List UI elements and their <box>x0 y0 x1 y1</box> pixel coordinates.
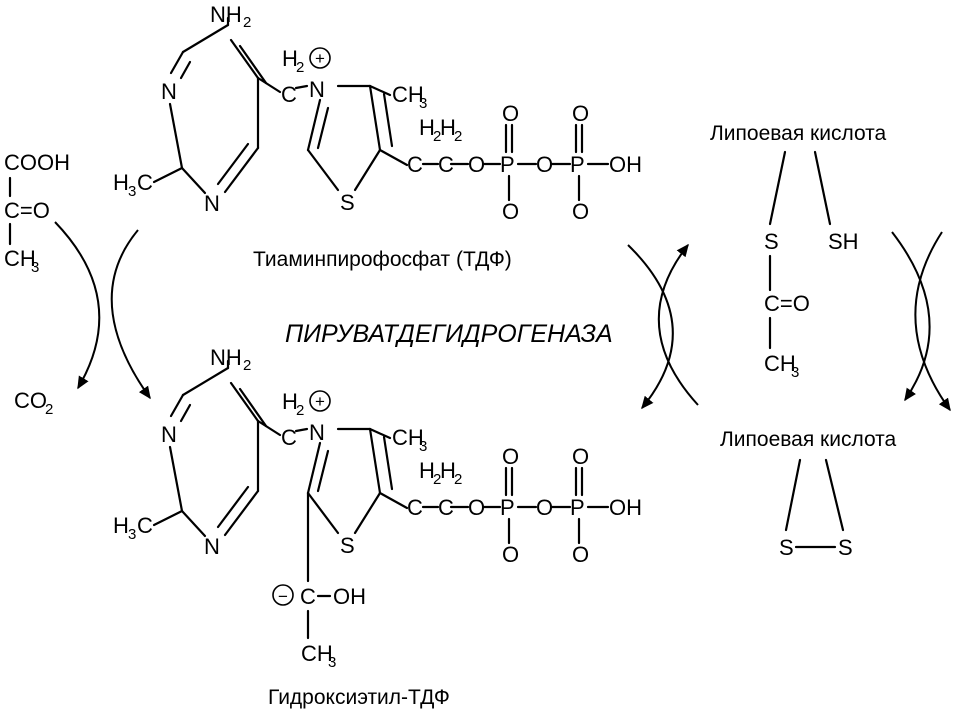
lipoic-acid-bottom-label: Липоевая кислота <box>720 428 897 451</box>
thiazole-sulfur: S <box>340 190 355 215</box>
lipoyl-co: C=O <box>764 291 810 316</box>
enzyme-label: ПИРУВАТДЕГИДРОГЕНАЗА <box>285 320 613 348</box>
phosphorus: P <box>500 152 515 177</box>
methyl-h: H <box>113 170 129 195</box>
pyruvate-ch: CH <box>4 246 36 271</box>
disulfide-sulfur: S <box>779 535 794 560</box>
co2-subscript: 2 <box>45 401 53 418</box>
phosphorus: P <box>570 152 585 177</box>
lipoyl-sh: SH <box>828 229 859 254</box>
phosphorus: P <box>570 495 585 520</box>
ethyl-subscript: 2 <box>454 471 462 488</box>
methyl-ch: CH <box>392 425 424 450</box>
co2-label: CO <box>14 388 47 413</box>
methyl-subscript: 3 <box>419 95 427 112</box>
acetyl-lipoyl-structure: S SH C=O CH 3 <box>764 150 859 381</box>
phosphoryl-oxygen: O <box>502 101 519 126</box>
ethyl-c: C <box>407 495 423 520</box>
thiazole-sulfur: S <box>340 533 355 558</box>
ethyl-subscript: 2 <box>433 128 441 145</box>
hydroxyl: OH <box>609 495 642 520</box>
methyl-c: C <box>137 170 153 195</box>
ch2-h: H <box>282 389 298 414</box>
phosphorus: P <box>500 495 515 520</box>
plus-charge: + <box>315 392 325 411</box>
ethyl-h: H <box>419 458 435 483</box>
lipoyl-sulfur: S <box>764 229 779 254</box>
phosphoryl-oxygen: O <box>572 101 589 126</box>
ethyl-subscript: 2 <box>454 128 462 145</box>
lipoic-disulfide-structure: S S <box>779 458 853 560</box>
curved-arrow <box>914 231 951 412</box>
carbanion-c: C <box>300 584 316 609</box>
pyruvate-co: C=O <box>4 198 50 223</box>
phosphoryl-oxygen: O <box>572 542 589 567</box>
ethyl-subscript: 2 <box>433 471 441 488</box>
ring-nitrogen: N <box>204 191 220 216</box>
nh2-label: NH <box>210 345 242 370</box>
curved-arrow <box>54 221 101 390</box>
ring-nitrogen: N <box>161 79 177 104</box>
ch2-h: H <box>282 46 298 71</box>
curved-arrow <box>627 244 674 410</box>
phosphoryl-oxygen: O <box>502 444 519 469</box>
curved-arrow <box>657 243 699 406</box>
methyl-ch: CH <box>392 82 424 107</box>
lipoyl-subscript: 3 <box>791 364 799 381</box>
nh2-label: NH <box>210 2 242 27</box>
phosphoryl-oxygen: O <box>502 542 519 567</box>
minus-charge: − <box>278 587 288 606</box>
methyl-subscript: 3 <box>128 183 136 200</box>
pyruvate-cooh: COOH <box>4 150 70 175</box>
curved-arrow <box>891 231 931 402</box>
ester-oxygen: O <box>468 495 485 520</box>
thiazolium-nitrogen: N <box>309 77 325 102</box>
nh2-subscript: 2 <box>243 357 251 374</box>
methyl-c: C <box>137 513 153 538</box>
thiazolium-nitrogen: N <box>309 420 325 445</box>
methyl-h: H <box>113 513 129 538</box>
ethyl-h: H <box>440 458 456 483</box>
ring-nitrogen: N <box>161 422 177 447</box>
pyruvate-structure: COOH C=O CH 3 <box>4 150 70 276</box>
ring-nitrogen: N <box>204 534 220 559</box>
bridge-oxygen: O <box>536 495 553 520</box>
phosphoryl-oxygen: O <box>572 444 589 469</box>
ch2-c: C <box>281 82 297 107</box>
disulfide-sulfur: S <box>838 535 853 560</box>
ethyl-c: C <box>438 152 454 177</box>
pyruvate-subscript: 3 <box>31 259 39 276</box>
hydroxyethyl-tdp-structure: NH 2 N N H 3 C H 2 C + N CH 3 S H 2 H 2 … <box>113 345 642 671</box>
ch2-subscript: 2 <box>296 59 304 76</box>
tdp-caption: Тиаминпирофосфат (ТДФ) <box>253 248 512 271</box>
phosphoryl-oxygen: O <box>502 199 519 224</box>
hydroxyethyl-subscript: 3 <box>328 654 336 671</box>
plus-charge: + <box>315 49 325 68</box>
ethyl-c: C <box>438 495 454 520</box>
ethyl-h: H <box>419 115 435 140</box>
tdp-structure: NH 2 N N H 3 C H 2 C + N CH 3 S H 2 H 2 … <box>113 2 642 224</box>
ethyl-h: H <box>440 115 456 140</box>
lipoic-acid-top-label: Липоевая кислота <box>710 122 887 145</box>
nh2-subscript: 2 <box>243 14 251 31</box>
hydroxyethyl-ch: CH <box>301 641 333 666</box>
lipoyl-ch: CH <box>764 351 796 376</box>
methyl-subscript: 3 <box>419 438 427 455</box>
hydroxyethyl-oh: OH <box>333 584 366 609</box>
ch2-subscript: 2 <box>296 402 304 419</box>
hydroxyl: OH <box>609 152 642 177</box>
methyl-subscript: 3 <box>128 526 136 543</box>
ethyl-c: C <box>407 152 423 177</box>
hydroxyethyl-caption: Гидроксиэтил-ТДФ <box>268 686 450 709</box>
phosphoryl-oxygen: O <box>572 199 589 224</box>
bridge-oxygen: O <box>536 152 553 177</box>
ch2-c: C <box>281 425 297 450</box>
ester-oxygen: O <box>468 152 485 177</box>
curved-arrow <box>110 229 151 400</box>
